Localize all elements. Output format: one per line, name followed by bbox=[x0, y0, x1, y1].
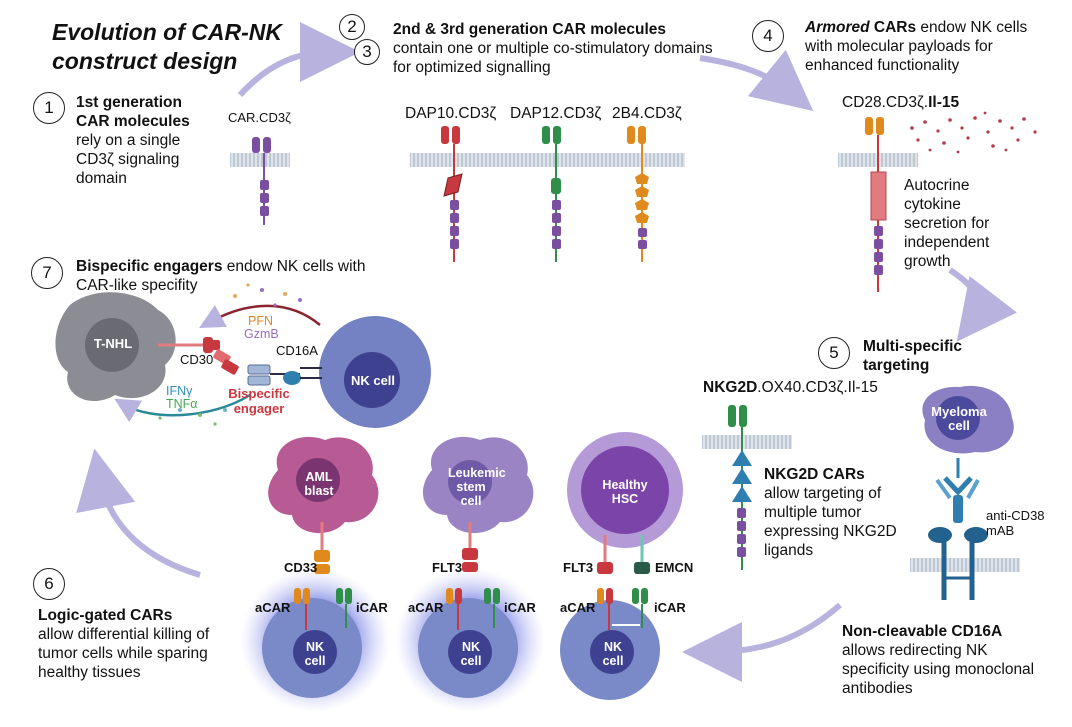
step-4-lead-2: CARs bbox=[869, 19, 917, 36]
label-nkg2d-construct: NKG2D.OX40.CD3ζ.Il-15 bbox=[703, 378, 878, 397]
step-6-desc: allow differential killing of tumor cell… bbox=[38, 626, 210, 681]
label-dap12: DAP12.CD3ζ bbox=[510, 105, 602, 122]
label-il15: Il-15 bbox=[928, 94, 960, 111]
flow-arrow-4-5 bbox=[948, 267, 1018, 342]
label-nkg2d-rest: .OX40.CD3ζ.Il-15 bbox=[757, 379, 878, 396]
step-5-lead: Multi-specific targeting bbox=[863, 338, 963, 374]
pfn-arrow bbox=[199, 304, 321, 329]
label-dap10: DAP10.CD3ζ bbox=[405, 105, 497, 122]
label-pfn: PFN bbox=[248, 314, 273, 328]
step-6-number: 6 bbox=[33, 568, 65, 600]
logic-panel-leukemic bbox=[395, 436, 545, 712]
membrane-cd16a bbox=[910, 558, 1020, 572]
label-tnfa: TNFα bbox=[166, 397, 198, 411]
step-1-lead: 1st generation CAR molecules bbox=[76, 94, 190, 130]
flow-arrow-3-4 bbox=[699, 49, 814, 111]
label-healthy: Healthy HSC bbox=[602, 478, 648, 506]
step-4-desc: endow NK cells with molecular payloads f… bbox=[805, 19, 1028, 74]
step-7-lead: Bispecific engagers bbox=[76, 258, 223, 275]
car-2b4 bbox=[627, 126, 649, 262]
label-bispecific-engager: Bispecific engager bbox=[228, 386, 290, 416]
step-3-desc: contain one or multiple co-stimulatory d… bbox=[393, 40, 713, 76]
step-1-text: 1st generation CAR molecules rely on a s… bbox=[76, 93, 216, 188]
page-title: Evolution of CAR-NK construct design bbox=[52, 19, 282, 74]
t-nhl-cell bbox=[55, 292, 176, 402]
label-nk-3: NK cell bbox=[602, 640, 624, 668]
car-1st-gen bbox=[252, 137, 271, 225]
label-2b4: 2B4.CD3ζ bbox=[612, 105, 682, 122]
nk-cell-bispecific bbox=[300, 316, 431, 428]
label-aml: AML blast bbox=[304, 470, 334, 498]
label-car-cd3z: CAR.CD3ζ bbox=[228, 110, 291, 125]
cd16a-desc: allows redirecting NK specificity using … bbox=[842, 642, 1035, 697]
step-6-text: Logic-gated CARs allow differential kill… bbox=[38, 606, 238, 682]
label-cd28: CD28.CD3ζ.Il-15 bbox=[842, 93, 959, 112]
step-5-number: 5 bbox=[818, 337, 850, 369]
label-anti-cd38: anti-CD38 mAB bbox=[986, 508, 1045, 538]
membrane-23 bbox=[410, 153, 685, 167]
step-3-number: 3 bbox=[354, 39, 380, 65]
step-4-number: 4 bbox=[752, 20, 784, 52]
label-nk-cell-bispecific: NK cell bbox=[350, 373, 396, 388]
logic-panel-aml bbox=[240, 436, 390, 712]
car-dap10 bbox=[441, 126, 463, 262]
label-icar-2: iCAR bbox=[504, 600, 536, 615]
label-icar-3: iCAR bbox=[654, 600, 686, 615]
label-cd16a: CD16A bbox=[276, 343, 318, 358]
nkg2d-cars-desc: allow targeting of multiple tumor expres… bbox=[764, 485, 897, 559]
label-nkg2d-bold: NKG2D bbox=[703, 379, 758, 396]
label-acar-2: aCAR bbox=[408, 600, 444, 615]
nkg2d-cars-text: NKG2D CARs allow targeting of multiple t… bbox=[764, 465, 914, 560]
label-flt3-a: FLT3 bbox=[432, 560, 463, 575]
flow-arrow-1-2 bbox=[237, 22, 360, 98]
nkg2d-cars-lead: NKG2D CARs bbox=[764, 466, 865, 483]
label-acar-1: aCAR bbox=[255, 600, 291, 615]
label-cd30: CD30 bbox=[180, 352, 214, 367]
secretion-dots bbox=[158, 283, 302, 426]
label-autocrine: Autocrine cytokine secretion for indepen… bbox=[904, 177, 990, 270]
label-myeloma: Myeloma cell bbox=[931, 404, 987, 433]
label-cd33: CD33 bbox=[284, 560, 318, 575]
ifn-arrow bbox=[114, 393, 251, 423]
label-nk-2: NK cell bbox=[460, 640, 482, 668]
myeloma-cell bbox=[922, 385, 1014, 454]
label-leukemic: Leukemic stem cell bbox=[448, 466, 506, 508]
label-ifng: IFNγ bbox=[166, 384, 193, 398]
step-7-number: 7 bbox=[31, 257, 63, 289]
car-nkg2d bbox=[728, 405, 752, 570]
step-4-text: Armored CARs endow NK cells with molecul… bbox=[805, 18, 1045, 75]
logic-panel-healthy bbox=[560, 432, 683, 700]
step-3-lead: 2nd & 3rd generation CAR molecules bbox=[393, 21, 667, 38]
step-7-text: Bispecific engagers endow NK cells with … bbox=[76, 257, 376, 295]
flow-arrow-6-7 bbox=[76, 448, 201, 578]
step-1-number: 1 bbox=[33, 92, 65, 124]
il15-particles bbox=[910, 111, 1037, 154]
label-nk-1: NK cell bbox=[304, 640, 326, 668]
bispecific-engager-graphic bbox=[158, 337, 301, 386]
label-cd28-prefix: CD28.CD3ζ. bbox=[842, 94, 929, 111]
cd16a-lead: Non-cleavable CD16A bbox=[842, 623, 1003, 640]
step-2-number: 2 bbox=[339, 14, 365, 40]
step-7-desc: endow NK cells with CAR-like specifity bbox=[76, 258, 366, 294]
label-acar-3: aCAR bbox=[560, 600, 596, 615]
label-gzmb: GzmB bbox=[244, 327, 279, 341]
car-dap12 bbox=[542, 126, 561, 262]
step-1-desc: rely on a single CD3ζ signaling domain bbox=[76, 132, 181, 187]
cd16a-text: Non-cleavable CD16A allows redirecting N… bbox=[842, 622, 1042, 698]
step-4-lead: Armored bbox=[805, 19, 870, 36]
label-t-nhl: T-NHL bbox=[93, 336, 133, 351]
step-3-text: 2nd & 3rd generation CAR molecules conta… bbox=[393, 20, 723, 77]
label-emcn: EMCN bbox=[655, 560, 694, 575]
antibody-cd16a bbox=[928, 458, 988, 600]
flow-arrow-5-6 bbox=[682, 602, 842, 682]
label-flt3-b: FLT3 bbox=[563, 560, 594, 575]
membrane-nkg2d bbox=[702, 435, 792, 449]
car-armored bbox=[865, 117, 887, 292]
label-icar-1: iCAR bbox=[356, 600, 388, 615]
step-6-lead: Logic-gated CARs bbox=[38, 607, 173, 624]
membrane-1 bbox=[230, 153, 290, 167]
